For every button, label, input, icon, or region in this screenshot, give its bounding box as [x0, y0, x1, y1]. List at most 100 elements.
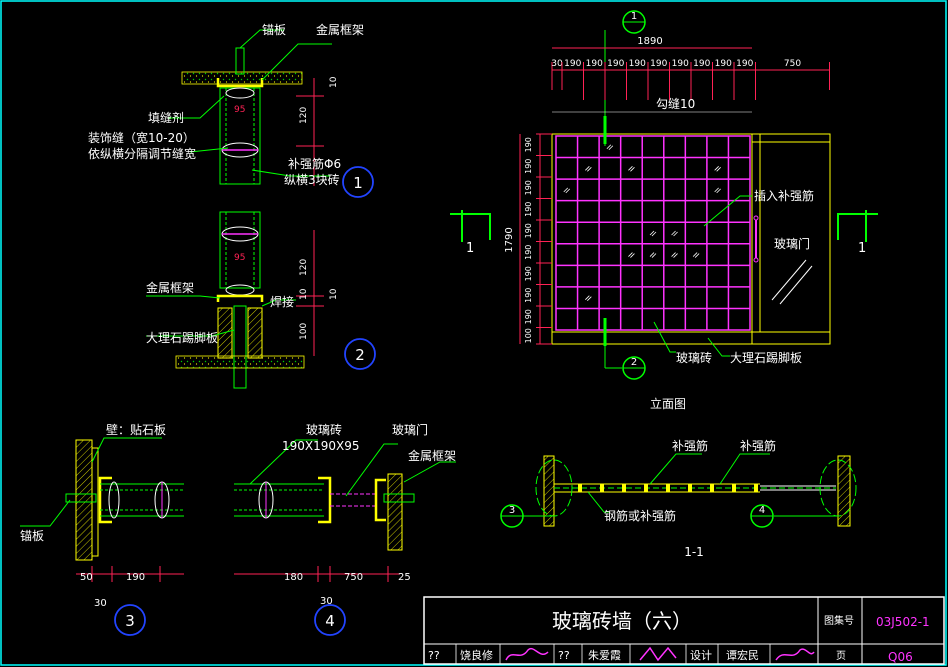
top-dim-label: 190 — [629, 59, 646, 69]
top-dim-label: 190 — [650, 59, 667, 69]
section-right-label: 1 — [858, 241, 866, 256]
left-total-dim: 1790 — [504, 227, 515, 252]
left-dim-label: 190 — [524, 266, 533, 281]
d1-joint-note: 依纵横分隔调节缝宽 — [88, 146, 196, 161]
d3-anchor-label: 锚板 — [20, 528, 44, 543]
tb-cell-4: 设计 — [690, 649, 712, 662]
page-number: Q06 — [888, 650, 913, 664]
section-caption: 1-1 — [684, 545, 704, 559]
glass-reflection-mark — [714, 166, 721, 172]
left-dim-label: 190 — [524, 137, 533, 152]
top-dim-label: 750 — [784, 59, 801, 69]
section-rebar-b: 补强筋 — [740, 438, 776, 453]
insert-rebar-label: 插入补强筋 — [754, 188, 814, 203]
elevation-outline — [551, 133, 831, 345]
d1-filler-label: 填缝剂 — [148, 110, 184, 125]
d2-dim-95: 95 — [234, 253, 245, 263]
glass-reflection-mark — [563, 187, 571, 194]
glass-door-label: 玻璃门 — [774, 236, 810, 251]
signature-1 — [505, 647, 549, 661]
detail-2-number: 2 — [355, 346, 365, 364]
glass-reflection-mark — [649, 252, 657, 258]
d1-frame-label: 金属框架 — [316, 22, 364, 37]
glass-reflection-mark — [649, 230, 657, 237]
d4-dim-30: 30 — [320, 596, 333, 607]
glass-brick-grid — [555, 135, 751, 331]
d1-dim-120: 120 — [299, 107, 309, 124]
signature-2 — [639, 646, 677, 662]
left-dim-label: 190 — [524, 159, 533, 174]
d2-dim-100: 100 — [299, 323, 309, 340]
d2-weld-label: 焊接 — [270, 294, 294, 309]
glass-reflection-mark — [671, 252, 678, 258]
top-dim-label: 30 — [551, 59, 563, 69]
d2-dim-10b: 10 — [329, 288, 339, 300]
top-dim-label: 190 — [564, 59, 581, 69]
section-1-1: 补强筋 补强筋 钢筋或补强筋 3 4 1-1 — [500, 438, 857, 559]
d1-joint-label: 装饰缝（宽10-20） — [88, 130, 195, 145]
detail-3-number: 3 — [125, 612, 135, 630]
glass-reflection-mark — [714, 187, 721, 194]
left-dim-label: 190 — [524, 202, 533, 217]
glass-reflection-mark — [585, 295, 592, 301]
page-label: 页 — [836, 650, 846, 662]
detail-1-marker[interactable] — [342, 166, 374, 198]
d2-frame-label: 金属框架 — [146, 280, 194, 295]
left-dim-label: 190 — [524, 309, 533, 324]
detail-4-marker[interactable] — [314, 604, 346, 636]
d3-dim-30: 30 — [94, 598, 107, 609]
section-mark-right — [837, 213, 878, 240]
tb-cell-2: ?? — [558, 649, 570, 662]
d2-dim-120: 120 — [299, 259, 309, 276]
d1-rebar-label: 补强筋Φ6 — [288, 156, 341, 171]
tb-cell-1: 饶良修 — [460, 648, 493, 662]
top-dim-label: 190 — [586, 59, 603, 69]
d4-brick-size: 190X190X95 — [282, 439, 360, 453]
d2-dim-10a: 10 — [299, 288, 309, 300]
d1-anchor-label: 锚板 — [262, 22, 286, 37]
d4-door-label: 玻璃门 — [392, 422, 428, 437]
top-dim-label: 190 — [607, 59, 624, 69]
d3-dim-190: 190 — [126, 572, 145, 583]
d1-dim-95: 95 — [234, 105, 245, 115]
d4-dim-25: 25 — [398, 572, 411, 583]
detail-2: 120 10 10 100 95 金属框架 焊接 大理石踢脚板 2 — [146, 211, 376, 389]
glass-reflection-mark — [628, 166, 635, 172]
detail-3: 50 190 30 壁：贴石板 锚板 3 — [20, 422, 184, 636]
atlas-number: 03J502-1 — [876, 615, 930, 629]
d1-dim-10: 10 — [329, 76, 339, 88]
left-dim-label: 190 — [524, 288, 533, 303]
section-mark-left — [450, 213, 491, 240]
detail-2-marker[interactable] — [344, 338, 376, 370]
tb-cell-0: ?? — [428, 649, 440, 662]
top-dim-label: 190 — [693, 59, 710, 69]
d1-rebar-note: 纵横3块砖 — [284, 172, 340, 187]
detail-4: 180 750 25 30 玻璃砖 190X190X95 玻璃门 金属框架 4 — [234, 422, 456, 636]
title-block: 玻璃砖墙（六） 图集号 03J502-1 页 Q06 ?? 饶良修 ?? 朱爱霞… — [423, 596, 945, 665]
glass-reflection-mark — [692, 252, 700, 258]
left-dim-label: 190 — [524, 245, 533, 260]
top-dim-label: 190 — [715, 59, 732, 69]
detail-4-number: 4 — [325, 612, 335, 630]
section-detail-3-number: 3 — [509, 505, 515, 516]
d4-frame-label: 金属框架 — [408, 448, 456, 463]
left-dim-label: 100 — [524, 328, 533, 343]
top-dim-label: 190 — [736, 59, 753, 69]
elev-detail-2-number: 2 — [631, 357, 637, 368]
section-steel-label: 钢筋或补强筋 — [604, 508, 676, 523]
section-detail-4-number: 4 — [759, 505, 765, 516]
section-rebar-a: 补强筋 — [672, 438, 708, 453]
tb-cell-3: 朱爱霞 — [588, 649, 621, 662]
drawing-title: 玻璃砖墙（六） — [552, 609, 692, 633]
detail-1-number: 1 — [353, 174, 363, 192]
elev-detail-1-number: 1 — [631, 11, 637, 22]
detail-1: 10 120 95 锚板 金属框架 填缝剂 装饰缝（宽10-20） 依纵横分隔调… — [88, 22, 374, 198]
detail-3-marker[interactable] — [114, 604, 146, 636]
glass-reflection-mark — [606, 144, 614, 151]
glass-reflection-mark — [585, 166, 592, 172]
left-dim-label: 190 — [524, 180, 533, 195]
